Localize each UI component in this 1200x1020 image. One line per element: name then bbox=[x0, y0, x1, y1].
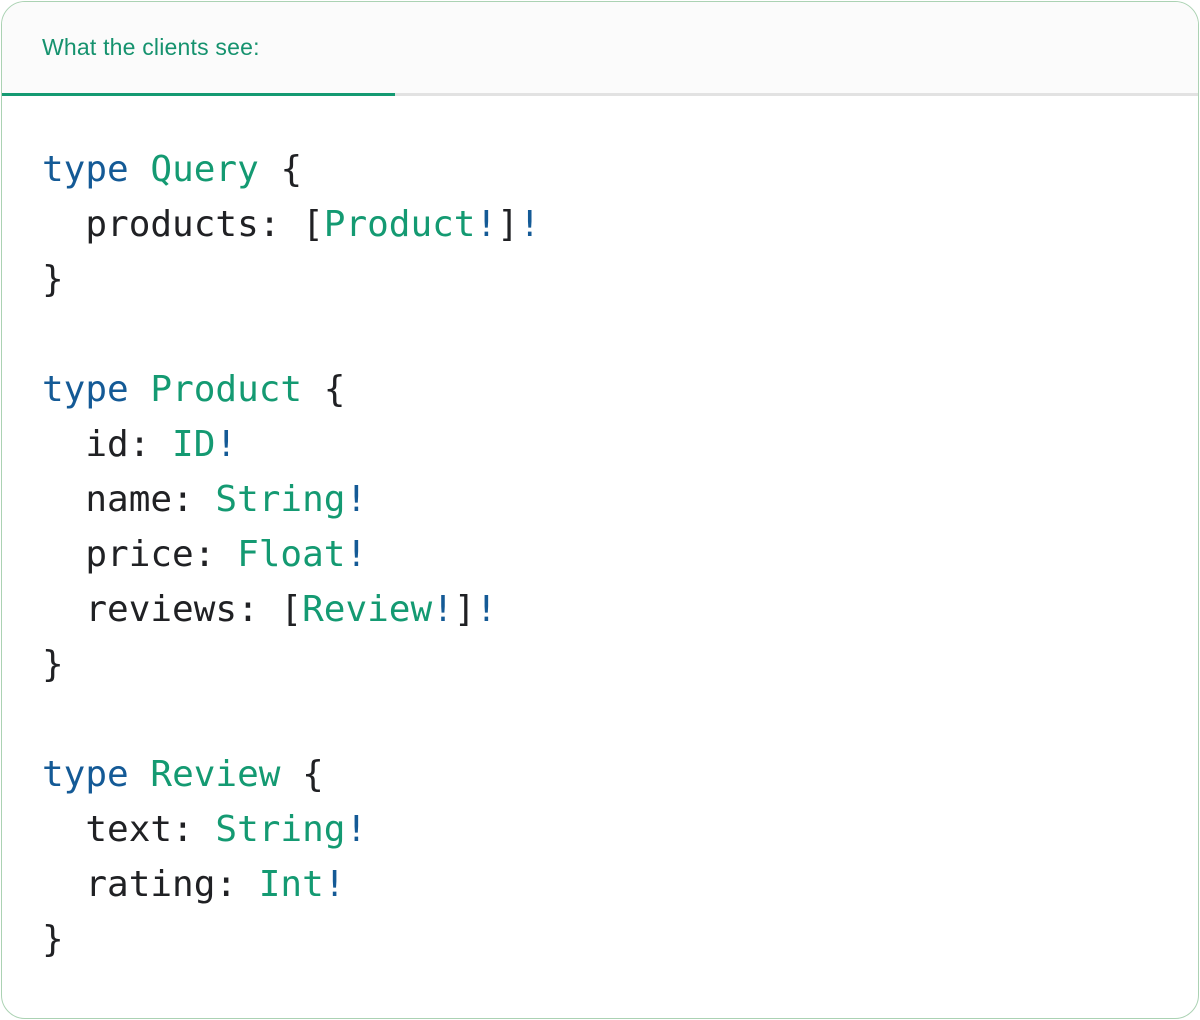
code-line: type Product { bbox=[42, 362, 1158, 417]
schema-code-block: type Query { products: [Product!]!}type … bbox=[2, 96, 1198, 967]
code-token-plain: id: bbox=[42, 424, 173, 465]
code-token-keyword: type bbox=[42, 369, 129, 410]
code-token-plain bbox=[129, 754, 151, 795]
code-token-keyword: ! bbox=[215, 424, 238, 465]
card-header-title: What the clients see: bbox=[42, 34, 260, 60]
code-line: rating: Int! bbox=[42, 857, 1158, 912]
code-line: type Review { bbox=[42, 747, 1158, 802]
code-line: type Query { bbox=[42, 142, 1158, 197]
code-token-typename: Review bbox=[150, 754, 281, 795]
code-token-typename: String bbox=[215, 479, 346, 520]
code-token-plain: reviews: [ bbox=[42, 589, 303, 630]
code-token-typename: ID bbox=[172, 424, 216, 465]
code-token-keyword: ! bbox=[345, 479, 368, 520]
code-line: } bbox=[42, 912, 1158, 967]
code-token-keyword: type bbox=[42, 149, 129, 190]
code-token-plain: products: [ bbox=[42, 204, 324, 245]
code-token-plain: { bbox=[302, 369, 346, 410]
code-token-plain: name: bbox=[42, 479, 216, 520]
code-line: id: ID! bbox=[42, 417, 1158, 472]
code-token-keyword: ! bbox=[345, 534, 368, 575]
code-token-typename: Review bbox=[302, 589, 433, 630]
card-header: What the clients see: bbox=[2, 2, 1198, 96]
code-token-typename: Product bbox=[323, 204, 476, 245]
code-blank-line bbox=[42, 692, 1158, 747]
code-token-typename: Product bbox=[150, 369, 303, 410]
code-token-plain bbox=[129, 369, 151, 410]
code-token-plain: rating: bbox=[42, 864, 259, 905]
code-token-keyword: ! bbox=[475, 589, 498, 630]
code-line: reviews: [Review!]! bbox=[42, 582, 1158, 637]
code-token-typename: Query bbox=[150, 149, 259, 190]
code-token-plain: price: bbox=[42, 534, 238, 575]
code-token-plain: text: bbox=[42, 809, 216, 850]
code-token-keyword: ! bbox=[518, 204, 541, 245]
code-token-plain: ] bbox=[497, 204, 519, 245]
code-token-plain: { bbox=[280, 754, 324, 795]
code-token-typename: Int bbox=[258, 864, 324, 905]
code-token-plain: { bbox=[258, 149, 303, 190]
code-token-plain bbox=[129, 149, 151, 190]
code-token-plain: ] bbox=[453, 589, 476, 630]
code-token-plain: } bbox=[42, 259, 64, 300]
code-token-keyword: ! bbox=[475, 204, 498, 245]
code-line: } bbox=[42, 637, 1158, 692]
code-line: } bbox=[42, 252, 1158, 307]
code-token-typename: String bbox=[215, 809, 346, 850]
code-token-keyword: ! bbox=[323, 864, 346, 905]
code-line: text: String! bbox=[42, 802, 1158, 857]
code-line: products: [Product!]! bbox=[42, 197, 1158, 252]
code-blank-line bbox=[42, 307, 1158, 362]
code-line: price: Float! bbox=[42, 527, 1158, 582]
code-token-typename: Float bbox=[237, 534, 346, 575]
code-token-plain: } bbox=[42, 644, 64, 685]
code-token-keyword: ! bbox=[432, 589, 454, 630]
code-token-plain: } bbox=[42, 919, 64, 960]
code-line: name: String! bbox=[42, 472, 1158, 527]
active-tab-indicator bbox=[2, 93, 395, 96]
code-token-keyword: type bbox=[42, 754, 129, 795]
code-token-keyword: ! bbox=[345, 809, 368, 850]
